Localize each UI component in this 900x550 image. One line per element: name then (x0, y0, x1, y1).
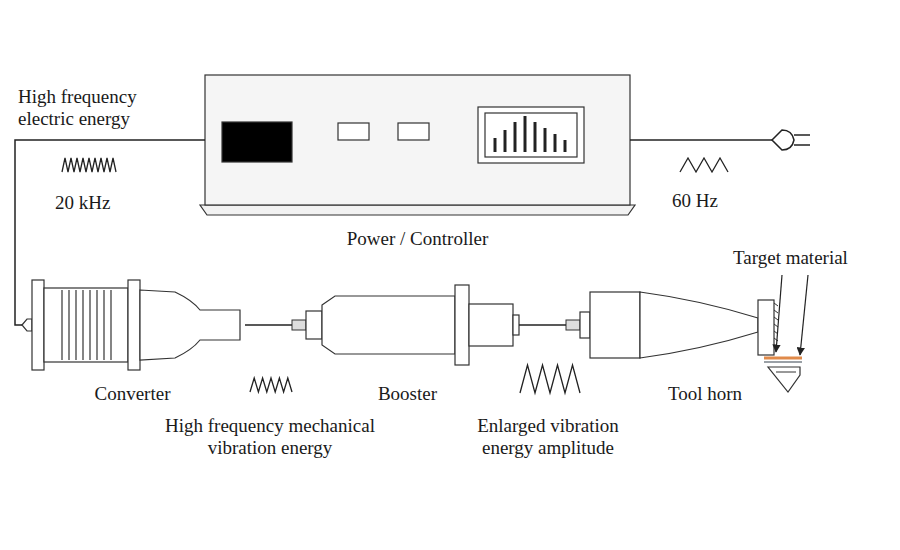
knurl-tooth (774, 317, 778, 320)
component-node: Booster (295, 280, 520, 405)
component-label: Tool horn (570, 383, 810, 405)
connection-wire (519, 324, 566, 326)
meter-bar (524, 116, 527, 152)
piezo-disc (96, 290, 97, 360)
waveform-mechanical (250, 378, 292, 392)
meter-bar (554, 134, 557, 152)
waveform-60hz (680, 158, 728, 172)
mains-plug (630, 130, 810, 150)
annotation-label: Enlarged vibration energy amplitude (453, 415, 643, 459)
meter-bar (534, 122, 537, 152)
converter-drawing (22, 280, 240, 370)
meter-bar (564, 140, 567, 152)
waveform-20khz (62, 158, 116, 172)
piezo-disc (61, 290, 62, 360)
horn-drawing (580, 292, 774, 358)
meter-bar (514, 122, 517, 152)
piezo-disc (82, 290, 83, 360)
meter-bar (494, 138, 497, 152)
meter-bar (544, 128, 547, 152)
piezo-disc (103, 290, 104, 360)
piezo-disc (68, 290, 69, 360)
annotation-label: Target material (733, 247, 893, 269)
connection-wire (15, 140, 205, 325)
component-label: Converter (20, 383, 245, 405)
knurl-tooth (774, 310, 778, 313)
annotation-label: High frequency electric energy (18, 86, 183, 130)
knurl-tooth (774, 303, 778, 306)
waveform-amplified (520, 365, 580, 393)
controller-housing (200, 75, 635, 215)
target-and-anvil (764, 358, 802, 392)
piezo-disc (110, 290, 111, 360)
meter-bar (504, 130, 507, 152)
annotation-label: High frequency mechanical vibration ener… (135, 415, 405, 459)
annotation-label: 20 kHz (55, 192, 145, 214)
piezo-disc (89, 290, 90, 360)
annotation-label: 60 Hz (672, 190, 762, 212)
leader-arrows (776, 275, 808, 355)
component-label: Power / Controller (200, 228, 635, 250)
booster-drawing (306, 285, 519, 365)
meter-bars (495, 116, 565, 152)
connection-wire (245, 324, 292, 326)
piezo-stack (62, 290, 111, 360)
piezo-disc (75, 290, 76, 360)
component-node: Tool horn (570, 280, 810, 405)
component-node: Converter (20, 280, 245, 405)
component-node: Power / Controller (200, 75, 635, 250)
component-label: Booster (295, 383, 520, 405)
